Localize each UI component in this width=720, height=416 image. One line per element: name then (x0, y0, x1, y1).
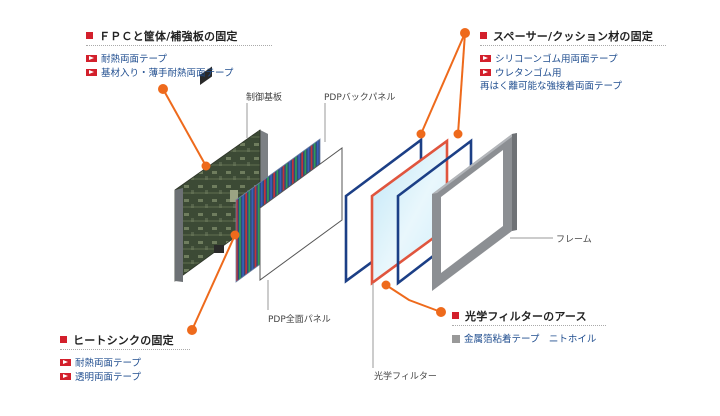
spacer-item-2-continuation[interactable]: 再はく離可能な強接着両面テープ (480, 81, 622, 92)
fpc-item-1-label: 耐熱両面テープ (101, 54, 167, 65)
arrow-icon (60, 373, 71, 380)
gray-square-bullet (452, 335, 460, 343)
panel-stripe (245, 191, 248, 276)
panel-stripe (254, 185, 257, 269)
heatsink-heading-text: ヒートシンクの固定 (73, 334, 174, 347)
fpc-divider (86, 45, 272, 46)
arrow-icon (480, 69, 491, 76)
heatsink-item-2[interactable]: 透明両面テープ (60, 369, 141, 383)
spacer-divider (480, 45, 666, 46)
heatsink-callout-heading: ヒートシンクの固定 (60, 332, 174, 348)
panel-stripe (239, 196, 241, 280)
panel-stripe (248, 189, 251, 273)
heatsink-item-2-label: 透明両面テープ (75, 372, 141, 383)
red-square-bullet (480, 32, 487, 39)
arrow-icon (86, 69, 97, 76)
red-square-bullet (452, 312, 459, 319)
arrow-icon (60, 359, 71, 366)
panel-stripe (257, 182, 260, 266)
panel-stripe (251, 187, 254, 271)
arrow-icon (480, 55, 491, 62)
red-square-bullet (86, 32, 93, 39)
filter-ground-divider (452, 325, 606, 326)
label-pdp-back-panel: PDPバックパネル (324, 93, 396, 103)
spacer-item-2-label: ウレタンゴム用 (495, 68, 562, 79)
spacer-heading-text: スペーサー/クッション材の固定 (493, 30, 654, 43)
label-control-board: 制御基板 (246, 93, 283, 103)
filter-ground-heading-text: 光学フィルターのアース (465, 310, 587, 323)
heatsink-item-1-label: 耐熱両面テープ (75, 358, 141, 369)
label-pdp-front-panel: PDP全面パネル (268, 315, 331, 325)
fpc-item-1[interactable]: 耐熱両面テープ (86, 51, 167, 65)
panel-stripe (242, 194, 244, 278)
spacer-item-2[interactable]: ウレタンゴム用 (480, 65, 562, 79)
fpc-heading-text: ＦＰＣと筐体/補強板の固定 (99, 30, 238, 43)
filter-ground-item-1[interactable]: 金属箔粘着テープ ニトホイル (452, 331, 596, 345)
frame (432, 133, 517, 291)
label-optical-filter: 光学フィルター (374, 372, 437, 382)
label-frame: フレーム (556, 235, 592, 245)
fpc-item-2[interactable]: 基材入り・薄手耐熱両面テープ (86, 65, 233, 79)
spacer-callout-heading: スペーサー/クッション材の固定 (480, 28, 653, 44)
label-pointers (246, 103, 553, 368)
heatsink-item-1[interactable]: 耐熱両面テープ (60, 355, 141, 369)
red-square-bullet (60, 336, 67, 343)
panel-stripe (236, 198, 238, 282)
spacer-item-1-label: シリコーンゴム用両面テープ (495, 54, 618, 65)
pdp-front-panel (259, 147, 343, 281)
spacer-item-1[interactable]: シリコーンゴム用両面テープ (480, 51, 617, 65)
filter-ground-callout-heading: 光学フィルターのアース (452, 308, 587, 324)
heatsink-divider (60, 349, 190, 350)
leader-lines (158, 28, 470, 335)
fpc-callout-heading: ＦＰＣと筐体/補強板の固定 (86, 28, 238, 44)
filter-ground-item-1-label: 金属箔粘着テープ ニトホイル (464, 334, 597, 345)
fpc-item-2-label: 基材入り・薄手耐熱両面テープ (101, 68, 234, 79)
arrow-icon (86, 55, 97, 62)
